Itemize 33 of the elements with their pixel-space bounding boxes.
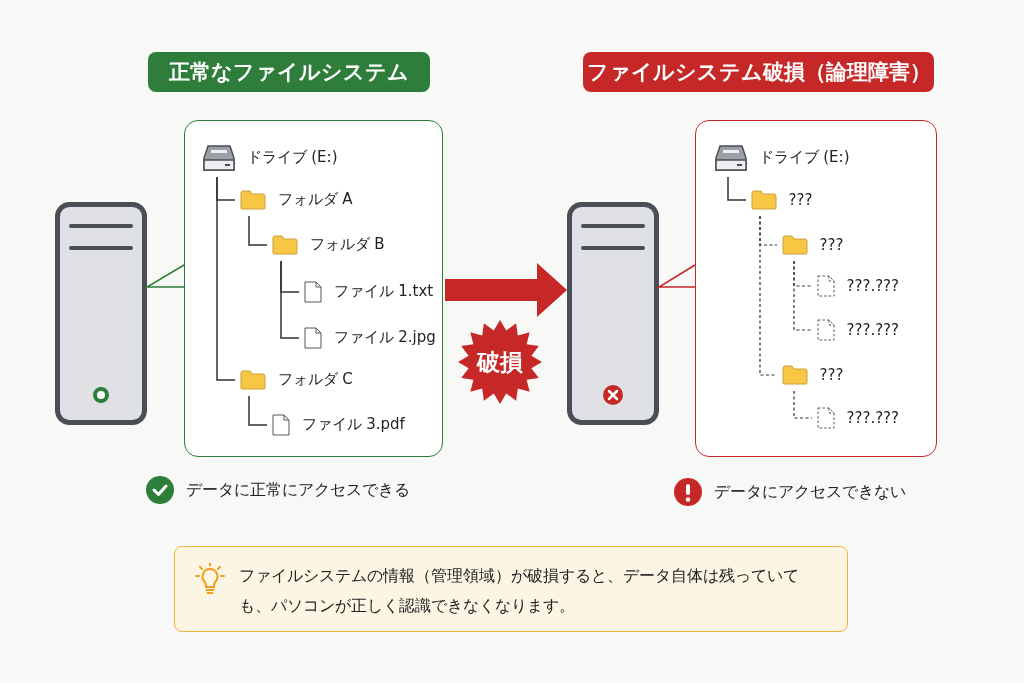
tree-panel <box>695 120 937 457</box>
status-text: データにアクセスできない <box>714 481 906 503</box>
tree-line <box>216 176 236 381</box>
file-name: ???.??? <box>846 276 900 295</box>
section-heading: 正常なファイルシステム <box>148 52 430 92</box>
folder-name: ??? <box>788 190 813 209</box>
drive-name: ドライブ (E:) <box>758 148 850 167</box>
file-name: ファイル 3.pdf <box>301 415 405 434</box>
folder-name: フォルダ C <box>277 370 353 389</box>
file-name: ???.??? <box>846 320 900 339</box>
tree-line <box>280 260 300 339</box>
file-name: ???.??? <box>846 408 900 427</box>
arrow <box>445 263 567 317</box>
callout-pointer <box>144 264 185 288</box>
tree-line <box>759 215 778 376</box>
drive-name: ドライブ (E:) <box>246 148 338 167</box>
folder-name: フォルダ A <box>277 190 353 209</box>
tree-line <box>793 260 813 331</box>
tree-panel <box>184 120 443 457</box>
folder-name: ??? <box>819 365 844 384</box>
folder-name: フォルダ B <box>309 235 385 254</box>
tree-line <box>793 390 813 419</box>
callout-pointer <box>656 264 696 288</box>
file-name: ファイル 1.txt <box>333 282 434 301</box>
folder-name: ??? <box>819 235 844 254</box>
damage-label: 破損 <box>475 347 524 377</box>
note-text: ファイルシステムの情報（管理領域）が破損すると、データ自体は残っていても、パソコンが正しく認識できなくなります。 <box>239 565 800 617</box>
section-heading: ファイルシステム破損（論理障害） <box>583 52 934 92</box>
file-name: ファイル 2.jpg <box>333 328 436 347</box>
tree-line <box>248 215 268 246</box>
tree-line <box>248 395 268 426</box>
status-text: データに正常にアクセスできる <box>186 479 410 501</box>
tree-line <box>727 176 747 201</box>
